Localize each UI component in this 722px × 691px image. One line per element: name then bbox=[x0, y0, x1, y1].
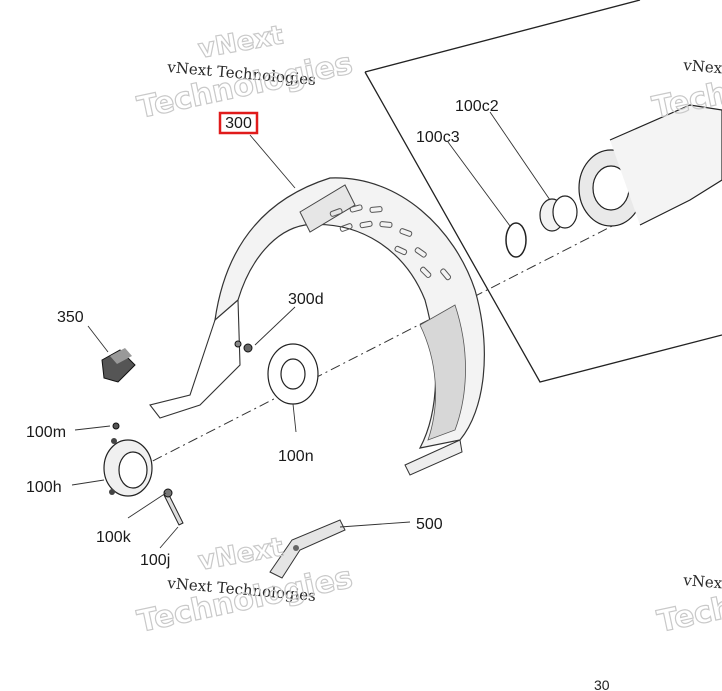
screw-part-300d bbox=[234, 340, 253, 353]
callout-100c2: 100c2 bbox=[455, 98, 499, 115]
ring-part-100c3 bbox=[505, 222, 527, 258]
watermark-brand-outline: vNext bbox=[196, 20, 285, 64]
leader-lines bbox=[71, 111, 551, 549]
watermark-technologies-outline-2: Technologies bbox=[134, 560, 355, 640]
clip-part-350 bbox=[101, 348, 136, 383]
callout-100n: 100n bbox=[278, 448, 314, 465]
callout-100j: 100j bbox=[140, 552, 170, 569]
watermark-bottom: vNext vNext Technologies Technologies bbox=[134, 532, 356, 641]
detail-inset bbox=[364, 0, 722, 383]
screw-part-100m bbox=[112, 422, 120, 430]
guard-part-300 bbox=[149, 177, 485, 476]
callout-100c3: 100c3 bbox=[416, 129, 460, 146]
watermark-top: vNext vNext Technologies Technologies bbox=[134, 20, 356, 127]
pin-part-100j bbox=[163, 488, 184, 526]
bushing-part-100c2 bbox=[539, 195, 578, 232]
highlight-box-300 bbox=[218, 111, 259, 135]
washer-part-100n bbox=[267, 343, 319, 405]
ring-part-100h bbox=[103, 438, 153, 497]
callout-350: 350 bbox=[57, 309, 84, 326]
page-number: 30 bbox=[594, 677, 610, 691]
assembly-axis bbox=[134, 221, 621, 471]
callout-100k: 100k bbox=[96, 529, 132, 546]
inset-housing bbox=[578, 104, 722, 227]
callout-300d: 300d bbox=[288, 291, 324, 308]
lever-part-500 bbox=[269, 519, 346, 579]
callout-300: 300 bbox=[225, 115, 252, 132]
callout-100m: 100m bbox=[26, 424, 66, 441]
callout-500: 500 bbox=[416, 516, 443, 533]
callout-100h: 100h bbox=[26, 479, 62, 496]
